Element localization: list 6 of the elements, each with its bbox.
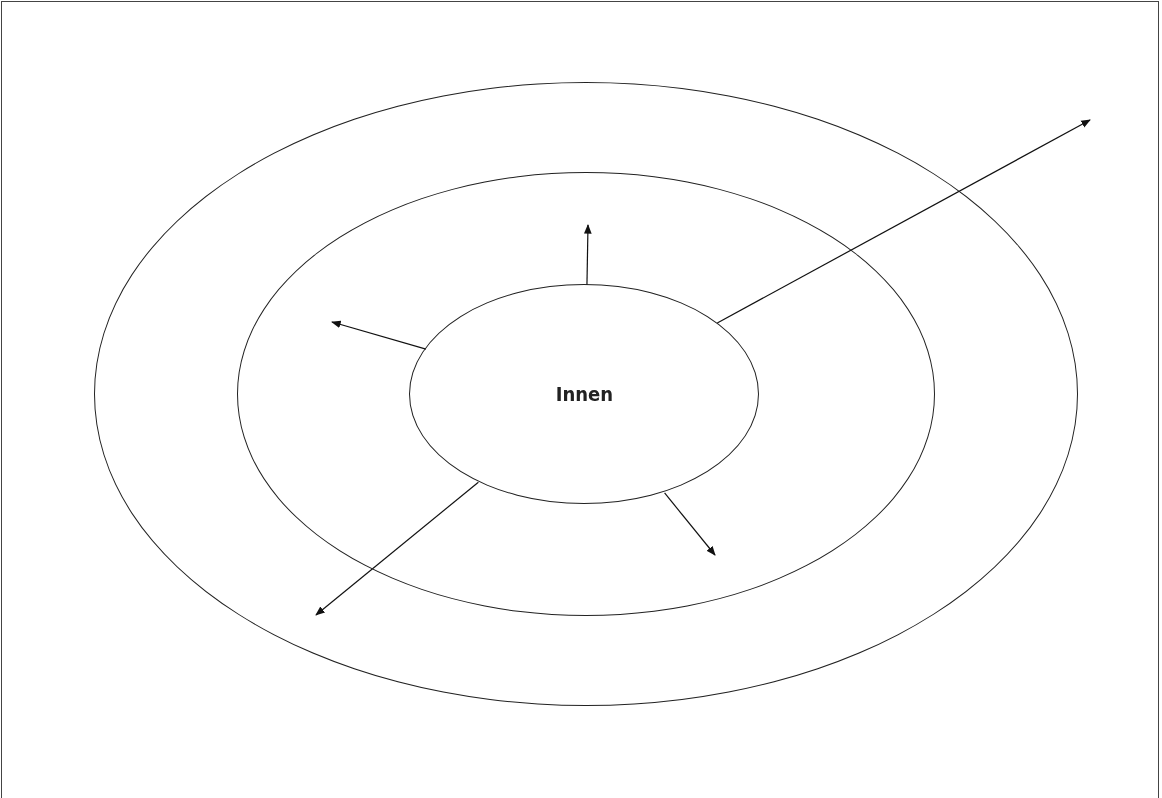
arrow <box>331 320 427 350</box>
arrow <box>584 224 592 286</box>
arrow <box>716 119 1091 324</box>
arrow <box>315 481 479 616</box>
arrow <box>664 492 716 556</box>
node-label: Innen <box>555 382 614 407</box>
